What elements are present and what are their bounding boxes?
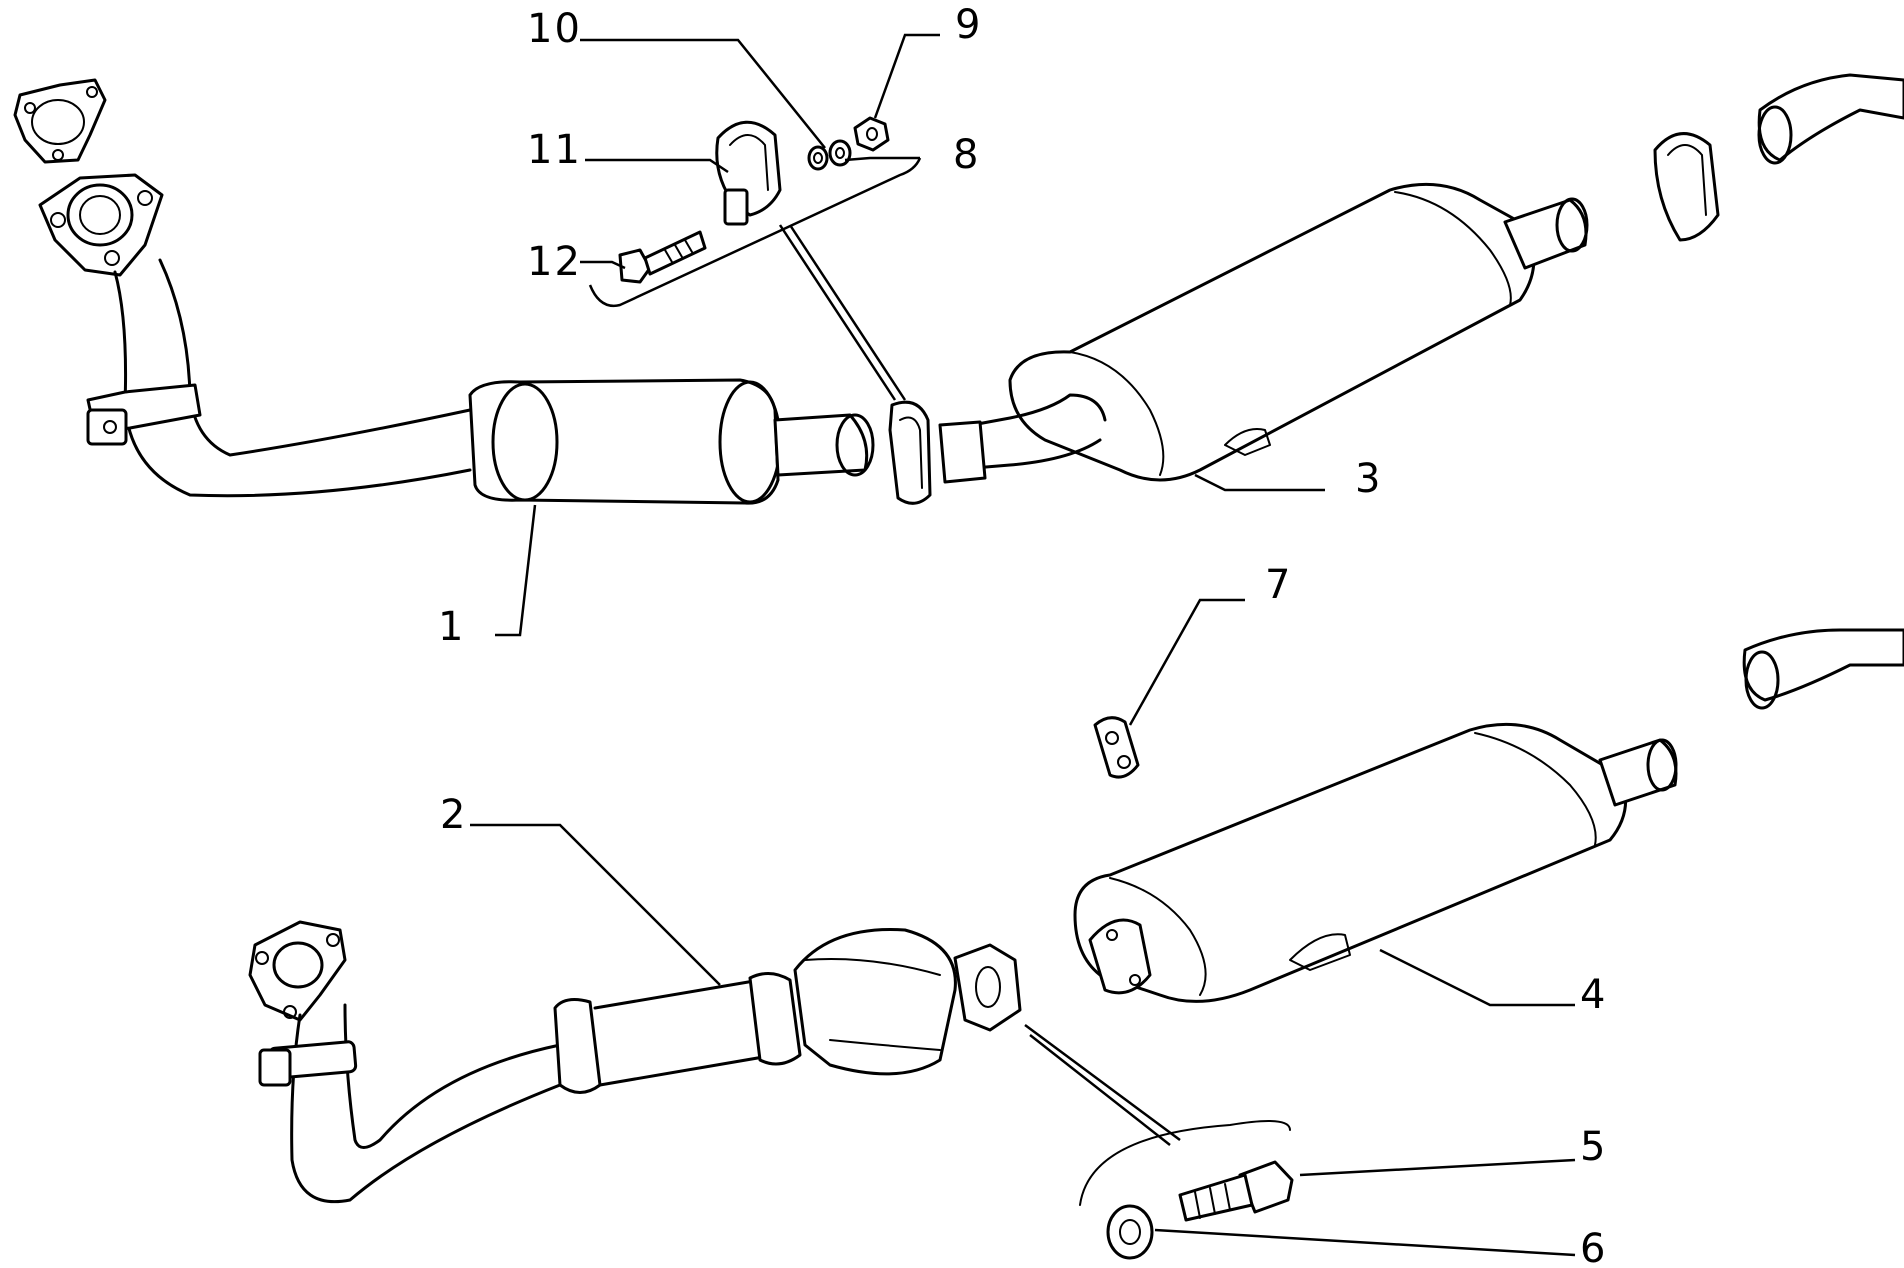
bolt <box>618 230 707 284</box>
callout-2: 2 <box>440 792 467 838</box>
tail-pipe-end-lower <box>1742 628 1904 710</box>
callout-11: 11 <box>527 127 582 173</box>
tail-pipe-end-upper <box>1757 73 1904 165</box>
bolt-lower <box>1178 1160 1294 1222</box>
callout-12: 12 <box>527 239 582 285</box>
washer <box>807 139 852 171</box>
rear-silencer-lower <box>1073 722 1678 1003</box>
nut <box>853 116 890 152</box>
flange-gasket <box>13 78 107 164</box>
pipe-clamp-right <box>1653 132 1720 242</box>
callout-9: 9 <box>955 2 982 48</box>
callout-7: 7 <box>1265 562 1292 608</box>
callout-4: 4 <box>1580 972 1607 1018</box>
callout-6: 6 <box>1580 1226 1607 1268</box>
callout-8: 8 <box>953 132 980 178</box>
leader-lines <box>470 33 1576 1257</box>
sealing-ring <box>778 224 932 505</box>
rubber-hanger <box>1093 716 1140 779</box>
bracket-line-lower <box>1079 1120 1291 1206</box>
clamp <box>715 120 782 226</box>
callout-3: 3 <box>1355 456 1382 502</box>
washer-lower <box>1106 1204 1154 1260</box>
callout-1: 1 <box>438 604 465 650</box>
catalytic-converter-pipe <box>248 920 1181 1204</box>
callout-labels: 10 9 11 8 12 3 1 7 2 4 5 6 <box>438 2 1607 1268</box>
rear-silencer-upper <box>938 182 1589 484</box>
callout-10: 10 <box>527 6 582 52</box>
callout-5: 5 <box>1580 1124 1607 1170</box>
front-pipe-silencer <box>38 173 875 505</box>
